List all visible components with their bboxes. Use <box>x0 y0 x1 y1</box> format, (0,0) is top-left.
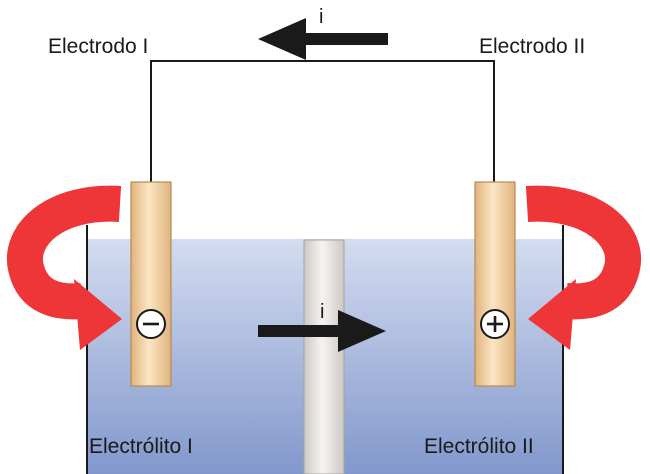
electrode-left <box>130 181 172 387</box>
salt-bridge <box>303 239 345 474</box>
electrolyte-left-label: Electrólito I <box>89 435 193 458</box>
current-bridge-label: i <box>320 301 324 323</box>
external-wire <box>150 60 495 182</box>
plus-sign-icon <box>480 309 510 339</box>
current-top-label: i <box>319 6 323 28</box>
current-arrow-top-icon <box>258 18 388 60</box>
current-arrow-bridge-icon <box>258 310 386 352</box>
electrode-right <box>474 181 516 387</box>
minus-sign-icon <box>136 309 166 339</box>
red-curved-arrow-left-icon <box>6 185 122 350</box>
electrolyte-right-label: Electrólito II <box>424 435 534 458</box>
electrode-right-label: Electrodo II <box>479 35 585 58</box>
red-curved-arrow-right-icon <box>525 185 641 350</box>
electrode-left-label: Electrodo I <box>48 35 148 58</box>
